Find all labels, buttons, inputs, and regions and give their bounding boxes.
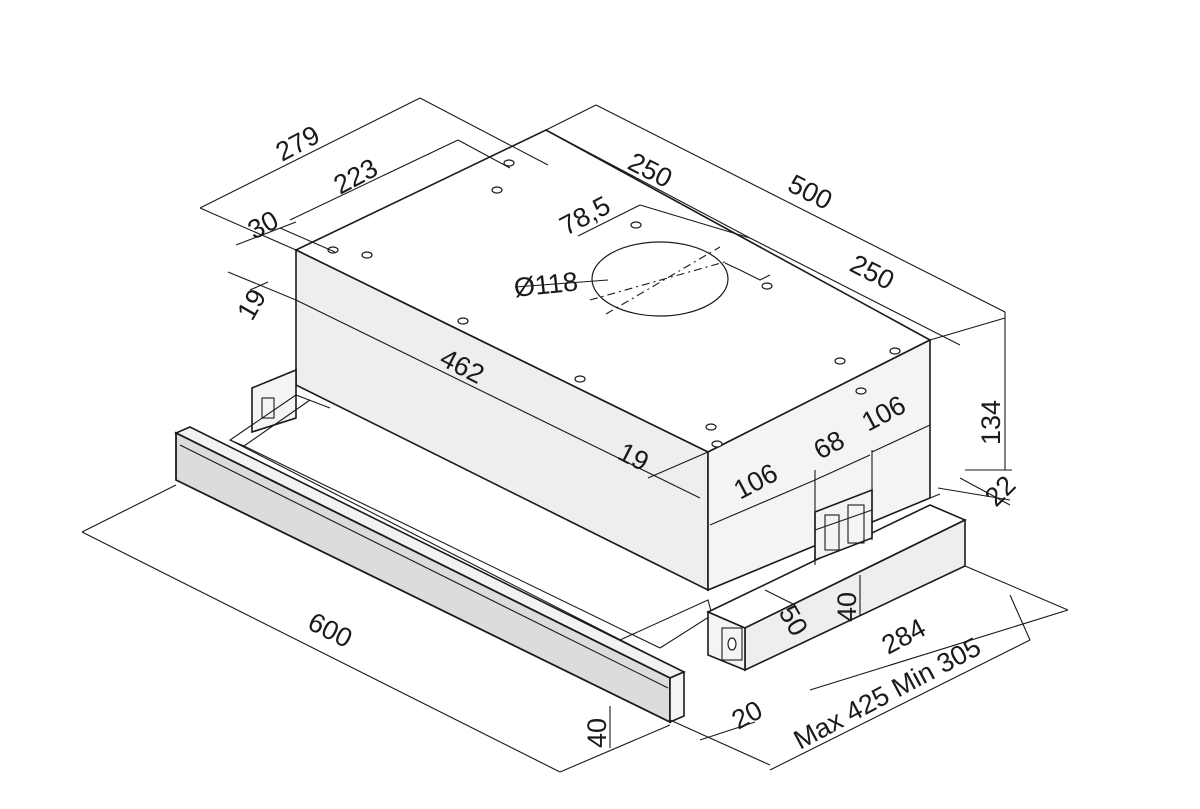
hole-icon [889,347,901,355]
hole-icon [361,251,373,259]
dim-500: 500 [783,169,837,216]
dimension-lines [81,97,1069,773]
dim-284: 284 [877,613,931,661]
dim-40-front: 40 [582,718,612,748]
hole-icon [574,375,586,383]
slide-rails [228,394,713,656]
duct-outlet [589,241,771,317]
hole-icon [327,246,339,254]
left-switch-module [251,368,331,434]
duct-opening [591,241,729,317]
dim-22: 22 [979,470,1021,512]
hole-icon [630,221,642,229]
hole-icon [705,423,717,431]
dim-30: 30 [243,205,284,246]
hole-icon [711,440,723,448]
front-visor [174,426,686,724]
dim-118: Ø118 [512,266,579,303]
hole-icon [834,357,846,365]
dim-40-right: 40 [832,592,862,622]
dim-19-left: 19 [231,284,272,325]
hole-icon [457,317,469,325]
hole-icon [491,186,503,194]
hole-icon [855,387,867,395]
dim-134: 134 [976,400,1006,445]
hole-icon [761,282,773,290]
mounting-holes [327,159,901,448]
hole-icon [503,159,515,167]
dim-250-right: 250 [845,249,899,296]
dim-223: 223 [329,153,383,201]
dim-279: 279 [271,120,325,168]
